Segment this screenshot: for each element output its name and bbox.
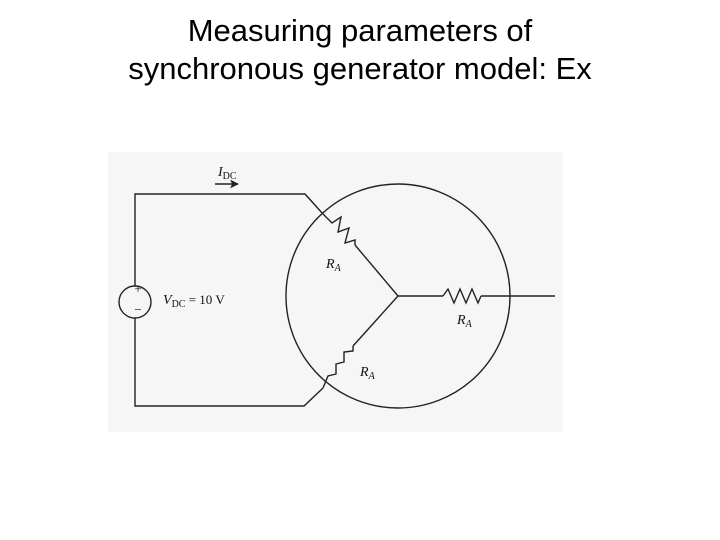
top-wire <box>134 193 324 286</box>
resistor-right-zigzag <box>442 287 482 305</box>
resistor-bottom-zigzag <box>322 346 354 389</box>
voltage-source <box>118 285 152 319</box>
current-arrowhead <box>230 179 239 189</box>
source-plus-sign: + <box>134 281 141 296</box>
resistor-right-label: RA <box>456 313 473 330</box>
source-minus-sign: − <box>134 302 141 317</box>
bottom-leg-wire <box>352 295 399 347</box>
circuit-diagram: IDC + − VDC = 10 V RA RA RA <box>108 152 563 432</box>
resistor-bottom-label: RA <box>359 365 376 382</box>
title-line-2: synchronous generator model: Ex <box>128 51 592 86</box>
bottom-wire <box>134 318 324 407</box>
slide-title: Measuring parameters of synchronous gene… <box>0 12 720 88</box>
resistor-top-label: RA <box>325 257 342 274</box>
top-leg-wire <box>354 244 399 297</box>
current-label: IDC <box>217 165 237 182</box>
resistor-top-zigzag <box>322 213 356 245</box>
circuit-svg: IDC + − VDC = 10 V RA RA RA <box>118 165 555 409</box>
voltage-label: VDC = 10 V <box>163 292 225 310</box>
title-line-1: Measuring parameters of <box>187 13 533 48</box>
